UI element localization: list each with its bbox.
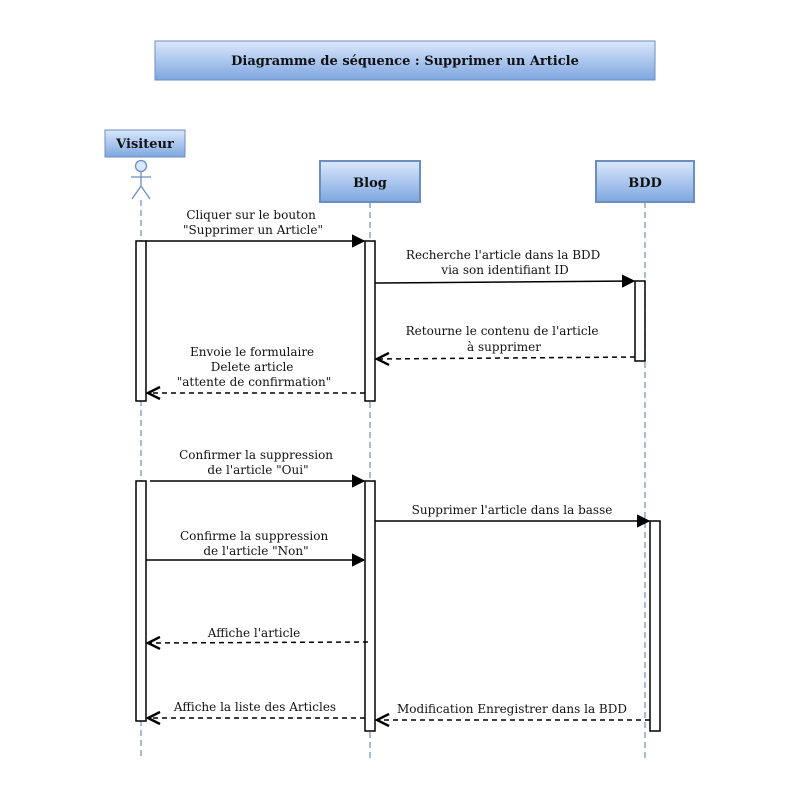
diagram-title-text: Diagramme de séquence : Supprimer un Art… (231, 54, 579, 69)
diagram-title: Diagramme de séquence : Supprimer un Art… (154, 40, 656, 81)
participant-bdd-label: BDD (628, 176, 662, 191)
message-label-7: Confirme la suppression de l'article "No… (180, 529, 332, 558)
message-label-8: Affiche l'article (207, 626, 301, 640)
message-label-3-line-1: Retourne le contenu de l'article (406, 324, 599, 338)
message-label-7-line-1: Confirme la suppression (180, 529, 328, 543)
message-label-4: Envoie le formulaire Delete article "att… (177, 345, 332, 389)
participant-blog-label: Blog (353, 176, 387, 191)
message-label-10: Modification Enregistrer dans la BDD (397, 702, 627, 716)
activation-visiteur-2 (135, 480, 147, 722)
message-label-9: Affiche la liste des Articles (173, 700, 336, 714)
message-label-10-line-1: Modification Enregistrer dans la BDD (397, 702, 627, 716)
message-label-7-line-2: de l'article "Non" (203, 544, 308, 558)
message-label-4-line-3: "attente de confirmation" (177, 375, 332, 389)
participant-blog: Blog (319, 160, 421, 203)
message-label-6: Supprimer l'article dans la basse (412, 503, 613, 517)
message-label-8-line-1: Affiche l'article (207, 626, 301, 640)
message-arrow-2 (374, 274, 636, 288)
activation-bdd-2 (649, 520, 661, 732)
message-label-3-line-2: à supprimer (467, 340, 541, 354)
message-label-4-line-2: Delete article (211, 360, 294, 374)
message-label-1-line-2: "Supprimer un Article" (183, 223, 323, 237)
activation-bdd-1 (634, 280, 646, 362)
message-label-2-line-1: Recherche l'article dans la BDD (406, 248, 600, 262)
activation-blog-1 (364, 240, 376, 402)
participant-bdd: BDD (595, 160, 695, 203)
message-label-5: Confirmer la suppression de l'article "O… (179, 448, 337, 477)
message-label-4-line-1: Envoie le formulaire (190, 345, 314, 359)
participant-visiteur-label: Visiteur (115, 137, 174, 152)
message-arrow-8 (148, 642, 369, 643)
message-label-2: Recherche l'article dans la BDD via son … (406, 248, 604, 277)
message-label-3: Retourne le contenu de l'article à suppr… (406, 324, 603, 354)
message-label-2-line-2: via son identifiant ID (440, 263, 568, 277)
participant-visiteur: Visiteur (104, 129, 186, 200)
message-arrow-3 (377, 357, 636, 359)
activation-visiteur-1 (135, 240, 147, 402)
message-label-6-line-1: Supprimer l'article dans la basse (412, 503, 613, 517)
message-label-5-line-2: de l'article "Oui" (207, 463, 308, 477)
message-label-5-line-1: Confirmer la suppression (179, 448, 333, 462)
message-label-1: Cliquer sur le bouton "Supprimer un Arti… (183, 208, 323, 237)
message-label-9-line-1: Affiche la liste des Articles (173, 700, 336, 714)
activation-blog-2 (364, 480, 376, 732)
actor-stick-figure-icon (131, 159, 151, 200)
message-label-1-line-1: Cliquer sur le bouton (186, 208, 316, 222)
